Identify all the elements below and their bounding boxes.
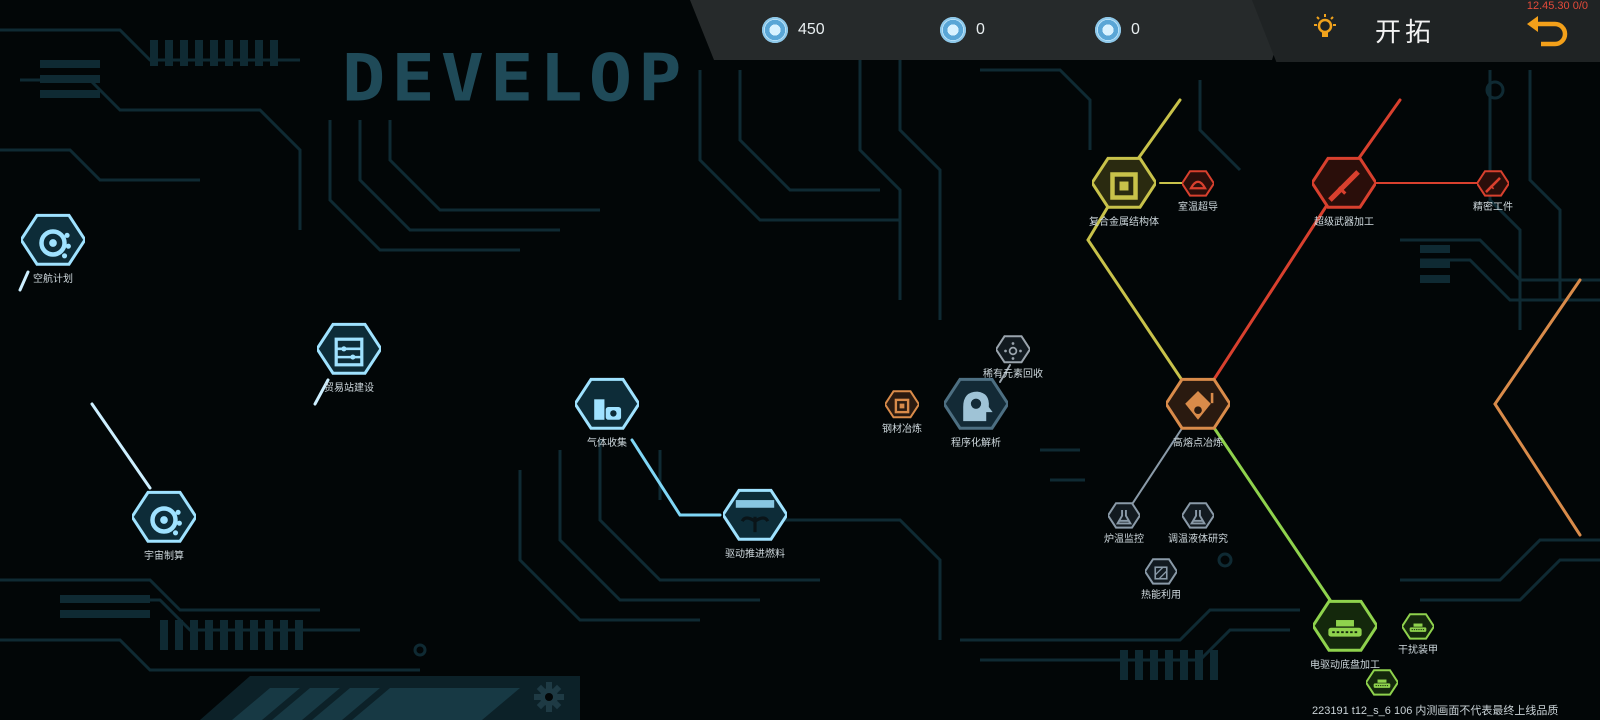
data-chip-icon — [1095, 17, 1121, 43]
tech-node-label: 空航计划 — [33, 273, 73, 285]
blueprint-chip-icon — [940, 17, 966, 43]
plant-sprout-icon — [735, 500, 775, 533]
mode-label: 开拓 — [1375, 17, 1436, 47]
tech-node-n17[interactable] — [1313, 597, 1377, 655]
resource-data: 0 — [1095, 15, 1140, 45]
tank-icon — [1328, 620, 1362, 637]
ingot-icon — [894, 398, 910, 413]
tech-node-n19[interactable] — [1366, 668, 1398, 697]
abacus-icon — [334, 337, 364, 367]
tech-node-label: 气体收集 — [587, 437, 627, 449]
mode-bar — [1252, 0, 1600, 62]
develop-background-title: DEVELOP — [342, 40, 688, 116]
resource-blueprint: 0 — [940, 15, 985, 45]
tech-node-label: 电驱动底盘加工 — [1310, 659, 1380, 671]
tech-node-n4[interactable] — [575, 375, 639, 433]
gas-tank-icon — [594, 399, 622, 420]
tech-node-label: 调温液体研究 — [1168, 534, 1228, 546]
needle-icon — [1485, 176, 1501, 193]
hat-icon — [1189, 180, 1207, 189]
tank-icon — [1373, 679, 1391, 688]
tech-node-n16[interactable] — [1145, 557, 1177, 586]
tech-node-label: 热能利用 — [1141, 590, 1181, 602]
tech-node-n11[interactable] — [1182, 169, 1214, 198]
flask-icon — [1189, 509, 1207, 524]
tank-icon — [1409, 623, 1427, 632]
tech-node-label: 高熔点冶炼 — [1173, 437, 1223, 449]
tech-node-label: 稀有元素回收 — [983, 369, 1043, 381]
gear-dots-icon — [150, 506, 182, 536]
debug-readout: 12.45.30 0/0 — [1526, 0, 1588, 12]
research-chip-icon — [762, 17, 788, 43]
hatch-icon — [1154, 566, 1168, 580]
tech-node-n5[interactable] — [723, 486, 787, 544]
syringe-icon — [1328, 170, 1360, 203]
tech-node-label: 钢材冶炼 — [882, 424, 922, 436]
tech-node-label: 程序化解析 — [951, 437, 1001, 449]
tech-node-label: 室温超导 — [1178, 202, 1218, 214]
settings-gear-icon[interactable] — [532, 680, 566, 714]
tech-node-n10[interactable] — [1092, 154, 1156, 212]
thermometer-icon — [1185, 391, 1214, 420]
flask-icon — [1115, 509, 1133, 524]
tech-node-label: 超级武器加工 — [1314, 216, 1374, 228]
resource-bar — [690, 0, 1290, 60]
tech-node-n6[interactable] — [885, 389, 919, 420]
tech-node-n3[interactable] — [132, 488, 196, 546]
lightbulb-icon — [1314, 14, 1336, 37]
tech-node-n1[interactable] — [21, 211, 85, 269]
tech-node-n8[interactable] — [944, 375, 1008, 433]
back-arrow-icon[interactable] — [1525, 14, 1571, 50]
gear-spaceship-icon — [39, 229, 71, 259]
resource-data-value: 0 — [1131, 21, 1140, 38]
tech-node-label: 宇宙制算 — [144, 550, 184, 562]
tech-node-n15[interactable] — [1182, 501, 1214, 530]
tech-node-n2[interactable] — [317, 320, 381, 378]
resource-research: 450 — [762, 15, 825, 45]
tech-node-n12[interactable] — [1312, 154, 1376, 212]
tech-node-n18[interactable] — [1402, 612, 1434, 641]
build-info: 223191 t12_s_6 106 内测画面不代表最终上线品质 — [1312, 705, 1559, 717]
tech-node-label: 干扰装甲 — [1398, 645, 1438, 657]
tech-node-n9[interactable] — [1166, 375, 1230, 433]
resource-research-value: 450 — [798, 21, 825, 38]
grid-block-icon — [1110, 172, 1138, 200]
resource-blueprint-value: 0 — [976, 21, 985, 38]
tech-node-n13[interactable] — [1477, 169, 1509, 198]
tech-node-label: 炉温监控 — [1104, 534, 1144, 546]
tech-node-n14[interactable] — [1108, 501, 1140, 530]
tech-node-n7[interactable] — [996, 334, 1030, 365]
brain-gear-icon — [963, 391, 993, 422]
tech-node-label: 复合金属结构体 — [1089, 216, 1159, 228]
tech-node-label: 贸易站建设 — [324, 382, 374, 394]
tech-node-label: 驱动推进燃料 — [725, 548, 785, 560]
molecule-icon — [1004, 341, 1022, 360]
tech-node-label: 精密工件 — [1473, 202, 1513, 214]
